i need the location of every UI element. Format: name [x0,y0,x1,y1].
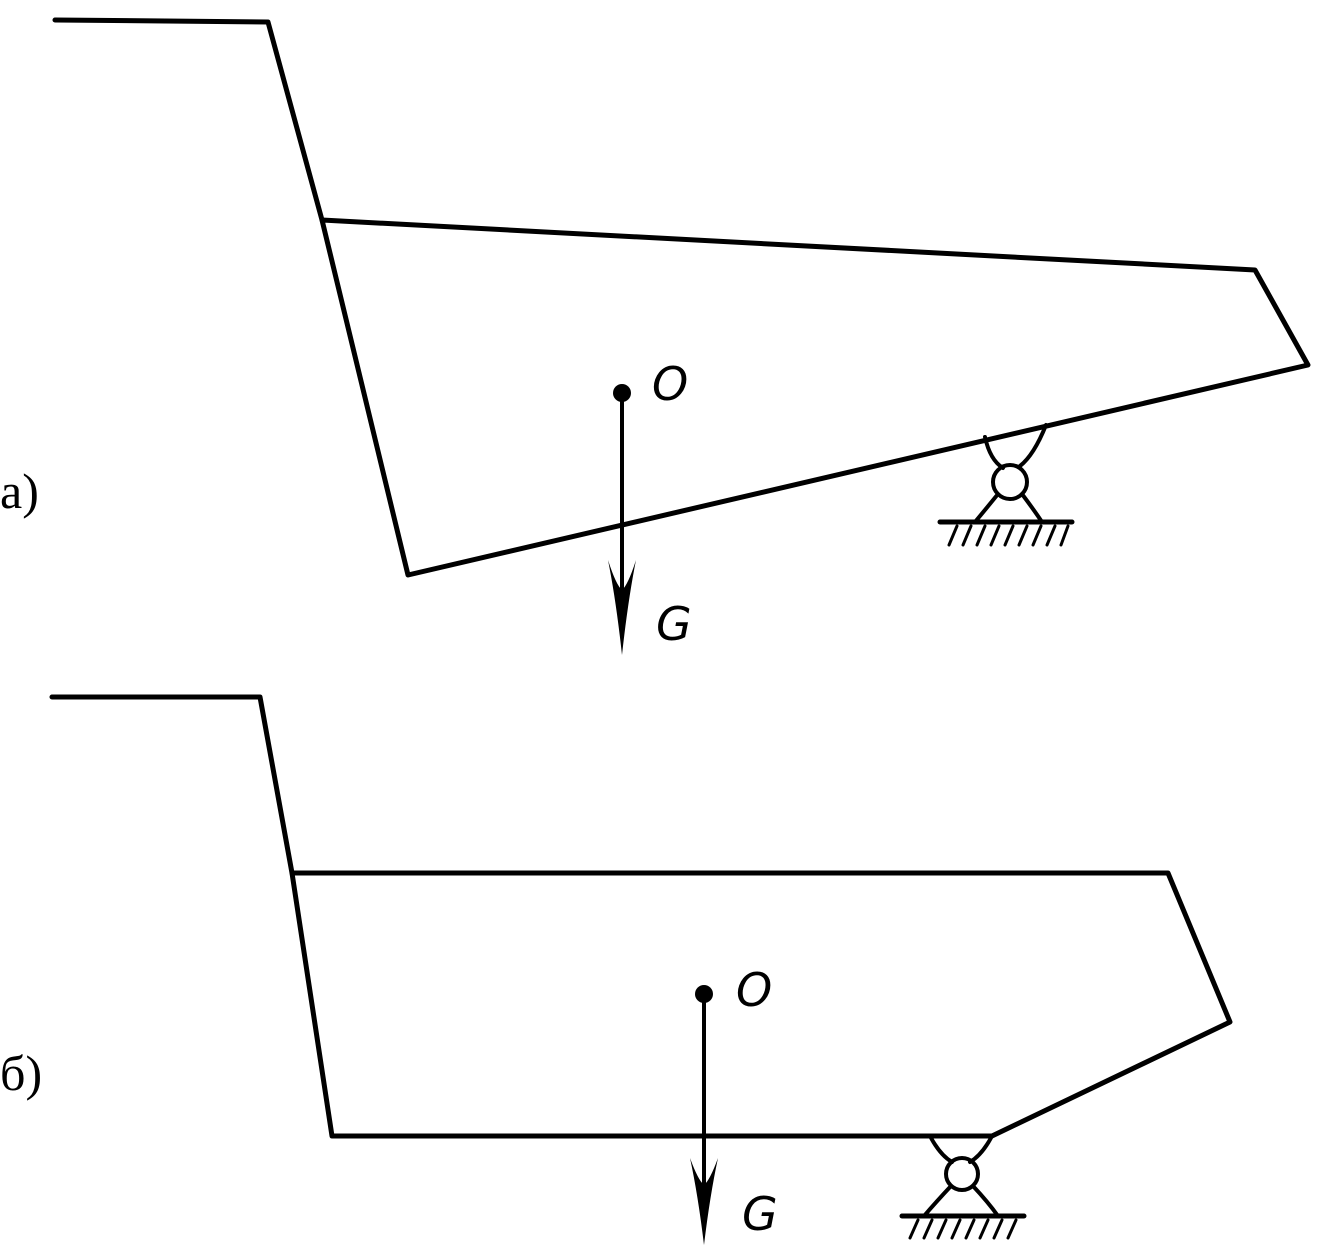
panel-b-hinge-support [899,1134,1027,1240]
panel-b-force-label: G [742,1187,778,1241]
panel-b-center-point [695,985,713,1003]
panel-a-label: а) [0,463,39,519]
panel-a-ground-line [52,17,325,223]
panel-a-gravity-arrowhead [608,560,636,655]
panel-a-center-label: O [652,357,688,411]
panel-b: б) O G [0,694,1233,1245]
panel-a-hinge-support [937,423,1075,547]
panel-b-center-label: O [736,963,772,1017]
panel-a: а) O G [0,17,1311,655]
panel-b-ground-line [49,694,295,876]
panel-b-body [289,870,1233,1139]
panel-a-center-point [613,384,631,402]
panel-a-force-label: G [656,597,692,651]
panel-b-label: б) [0,1045,42,1101]
panel-b-gravity-arrowhead [690,1158,718,1245]
panel-a-body [319,217,1311,578]
